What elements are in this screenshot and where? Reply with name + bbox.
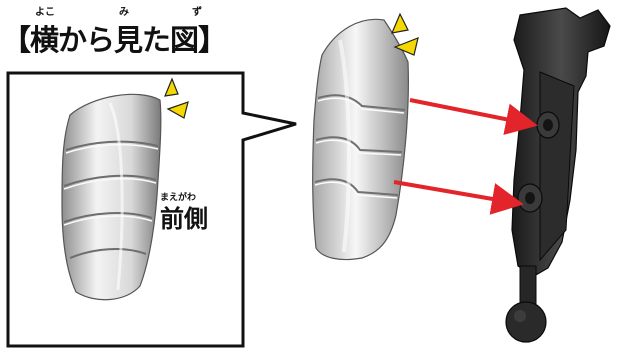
title-furigana-mi: み (119, 7, 129, 18)
armor-plate-main (312, 18, 409, 261)
sparkle-mark-side (164, 77, 189, 119)
title-furigana-zu: ず (192, 7, 202, 18)
attach-arrow-upper (409, 98, 538, 135)
title-furigana-yoko: よこ (35, 7, 55, 18)
page-title: 【横から見た図】 (2, 23, 227, 57)
attach-arrow-lower (393, 180, 524, 215)
side-view-armor (61, 93, 162, 301)
sparkle-mark-main (391, 12, 419, 56)
side-label-furigana: まえがわ (160, 193, 197, 203)
leg-frame-part (505, 7, 611, 343)
side-label: 前側 (160, 205, 208, 233)
